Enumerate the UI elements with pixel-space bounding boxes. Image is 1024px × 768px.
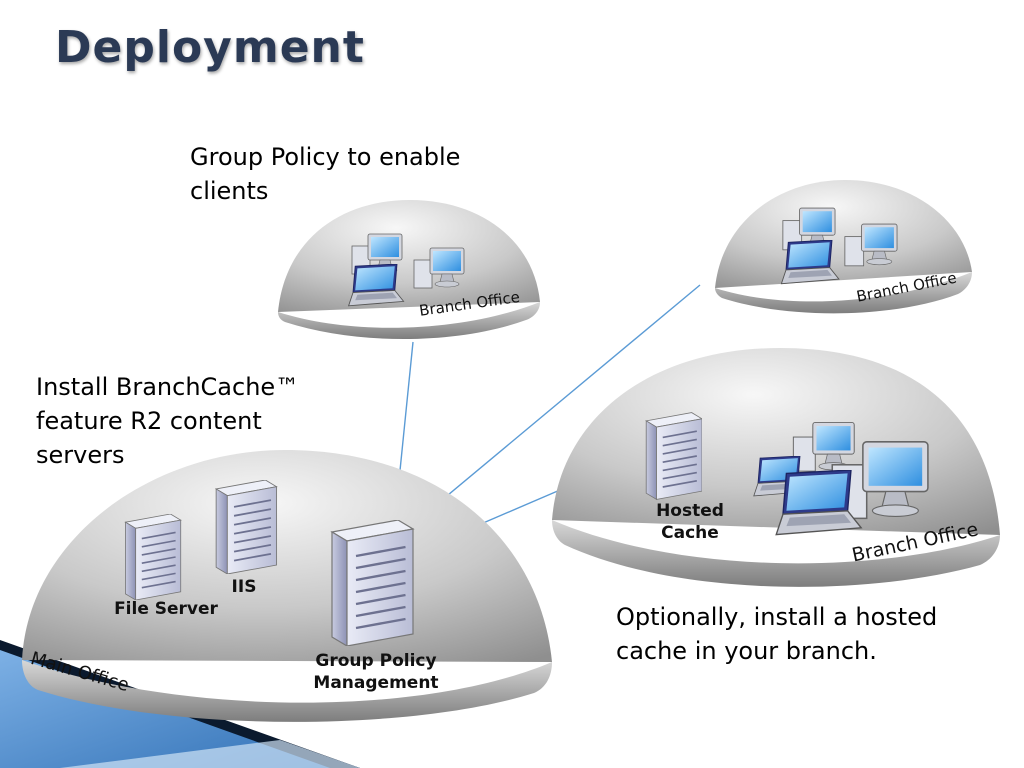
hosted-cache-note: Optionally, install a hosted cache in yo… [616,603,938,665]
branch-office-dome-hosted [552,348,1000,587]
group-policy-management-label: Group Policy Management [313,651,439,693]
group-policy-note: Group Policy to enable clients [190,143,461,205]
hosted-cache-label: Hosted Cache [656,501,724,543]
branch-office-dome-top-right [715,180,972,314]
main-office-dome [22,450,552,722]
link-top-right-branch [417,284,701,521]
laptop-icon [347,264,405,307]
slide-title: Deployment [55,22,365,73]
hosted-cache-server-icon [645,411,702,501]
group-policy-server-icon [330,520,415,646]
install-branchcache-note: Install BranchCache™ feature R2 content … [36,373,300,469]
laptop-icon [775,470,863,536]
iis-server-icon [214,480,278,574]
iis-label: IIS [231,577,257,597]
file-server-icon [124,514,182,600]
branch-office-dome-top-left [278,200,540,340]
laptop-icon [780,240,840,285]
file-server-label: File Server [114,599,218,619]
